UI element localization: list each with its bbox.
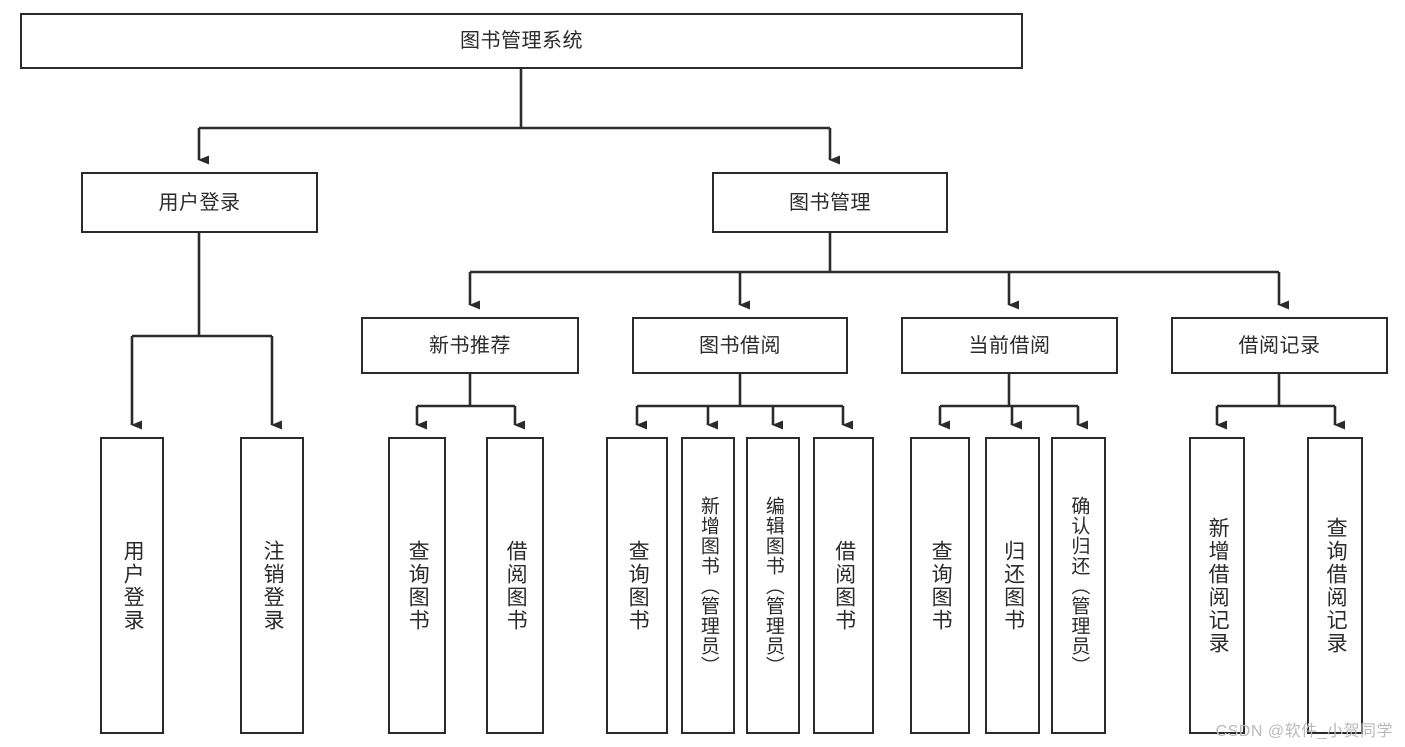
leaf-user-login-label: 用户登录 (121, 539, 145, 632)
leaf-edit-book-admin[interactable]: 编辑图书（管理员） (746, 437, 800, 734)
node-new-book-recommend-label: 新书推荐 (429, 334, 511, 357)
node-book-borrow-label: 图书借阅 (699, 334, 781, 357)
edges-user-login (130, 233, 282, 430)
node-borrow-records-label: 借阅记录 (1238, 334, 1321, 357)
edges-current-borrow (938, 374, 1088, 430)
leaf-query-books-recommend[interactable]: 查询图书 (388, 437, 446, 734)
edges-new-books (415, 374, 525, 430)
leaf-query-books-borrow-label: 查询图书 (626, 539, 650, 632)
leaf-return-books[interactable]: 归还图书 (985, 437, 1040, 734)
edges-book-mgmt (468, 233, 1289, 310)
leaf-add-borrow-record-label: 新增借阅记录 (1206, 516, 1230, 655)
leaf-query-borrow-record[interactable]: 查询借阅记录 (1307, 437, 1363, 734)
leaf-confirm-return-admin[interactable]: 确认归还（管理员） (1051, 437, 1106, 734)
node-user-login-label: 用户登录 (158, 191, 241, 214)
leaf-borrow-books-borrow-label: 借阅图书 (832, 539, 856, 632)
edges-borrow-books (635, 374, 853, 430)
node-user-login[interactable]: 用户登录 (81, 172, 318, 233)
leaf-query-books-current[interactable]: 查询图书 (910, 437, 970, 734)
node-current-borrow[interactable]: 当前借阅 (901, 317, 1118, 374)
node-root[interactable]: 图书管理系统 (20, 13, 1023, 69)
leaf-logout-label: 注销登录 (261, 539, 285, 632)
node-new-book-recommend[interactable]: 新书推荐 (361, 317, 579, 374)
leaf-add-borrow-record[interactable]: 新增借阅记录 (1189, 437, 1245, 734)
watermark: CSDN @软件_小贺同学 (1215, 723, 1393, 740)
node-book-management-label: 图书管理 (789, 191, 871, 214)
leaf-query-books-current-label: 查询图书 (929, 539, 953, 632)
leaf-add-book-admin-label: 新增图书（管理员） (697, 495, 719, 676)
leaf-return-books-label: 归还图书 (1001, 539, 1025, 632)
leaf-borrow-books-borrow[interactable]: 借阅图书 (813, 437, 874, 734)
leaf-query-books-recommend-label: 查询图书 (406, 539, 430, 632)
leaf-logout[interactable]: 注销登录 (240, 437, 304, 734)
leaf-query-borrow-record-label: 查询借阅记录 (1324, 516, 1348, 655)
leaf-borrow-books-recommend[interactable]: 借阅图书 (486, 437, 544, 734)
edges-root (197, 69, 840, 165)
node-current-borrow-label: 当前借阅 (968, 334, 1051, 357)
node-book-borrow[interactable]: 图书借阅 (632, 317, 848, 374)
leaf-user-login[interactable]: 用户登录 (100, 437, 164, 734)
leaf-edit-book-admin-label: 编辑图书（管理员） (762, 495, 784, 676)
node-root-label: 图书管理系统 (460, 30, 583, 52)
leaf-confirm-return-admin-label: 确认归还（管理员） (1068, 495, 1090, 676)
leaf-add-book-admin[interactable]: 新增图书（管理员） (681, 437, 735, 734)
leaf-borrow-books-recommend-label: 借阅图书 (504, 539, 528, 632)
node-book-management[interactable]: 图书管理 (712, 172, 948, 233)
edges-borrow-records (1215, 374, 1345, 430)
node-borrow-records[interactable]: 借阅记录 (1171, 317, 1388, 374)
leaf-query-books-borrow[interactable]: 查询图书 (606, 437, 668, 734)
